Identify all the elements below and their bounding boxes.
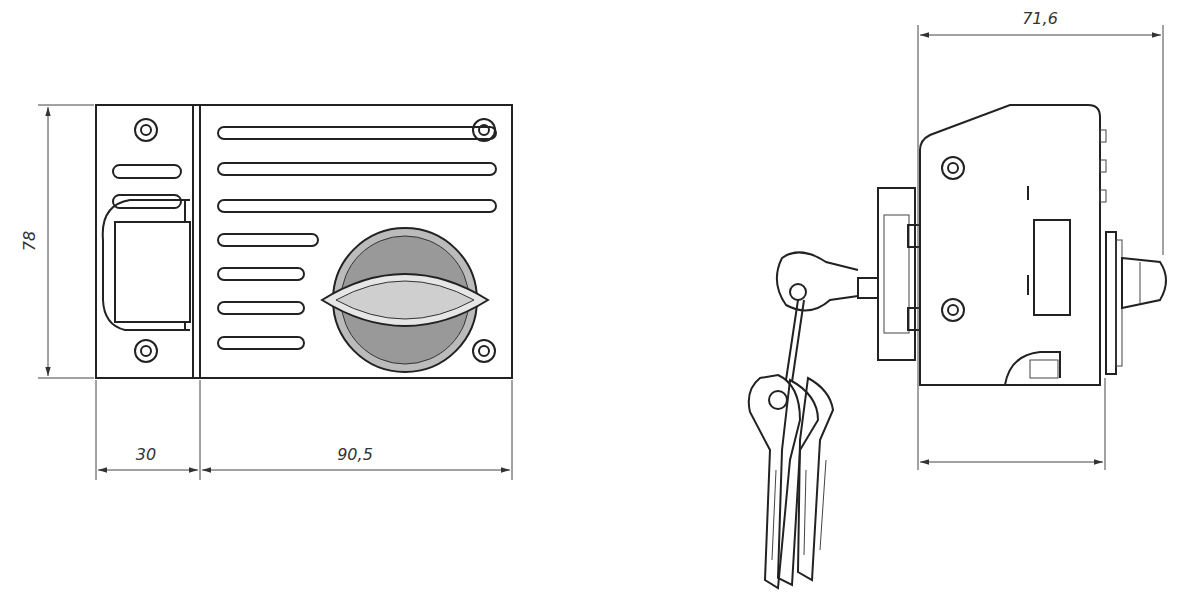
front-dimensions: [38, 105, 512, 480]
dimension-label: 90,5: [335, 446, 375, 464]
side-view: [858, 105, 1166, 385]
side-dimensions: [918, 25, 1163, 470]
dimension-label: 30: [134, 446, 158, 464]
dimension-label: 71,6: [1020, 10, 1060, 28]
front-view: [96, 105, 512, 378]
key-bunch: [749, 252, 858, 588]
dimension-label: 78: [21, 229, 39, 253]
